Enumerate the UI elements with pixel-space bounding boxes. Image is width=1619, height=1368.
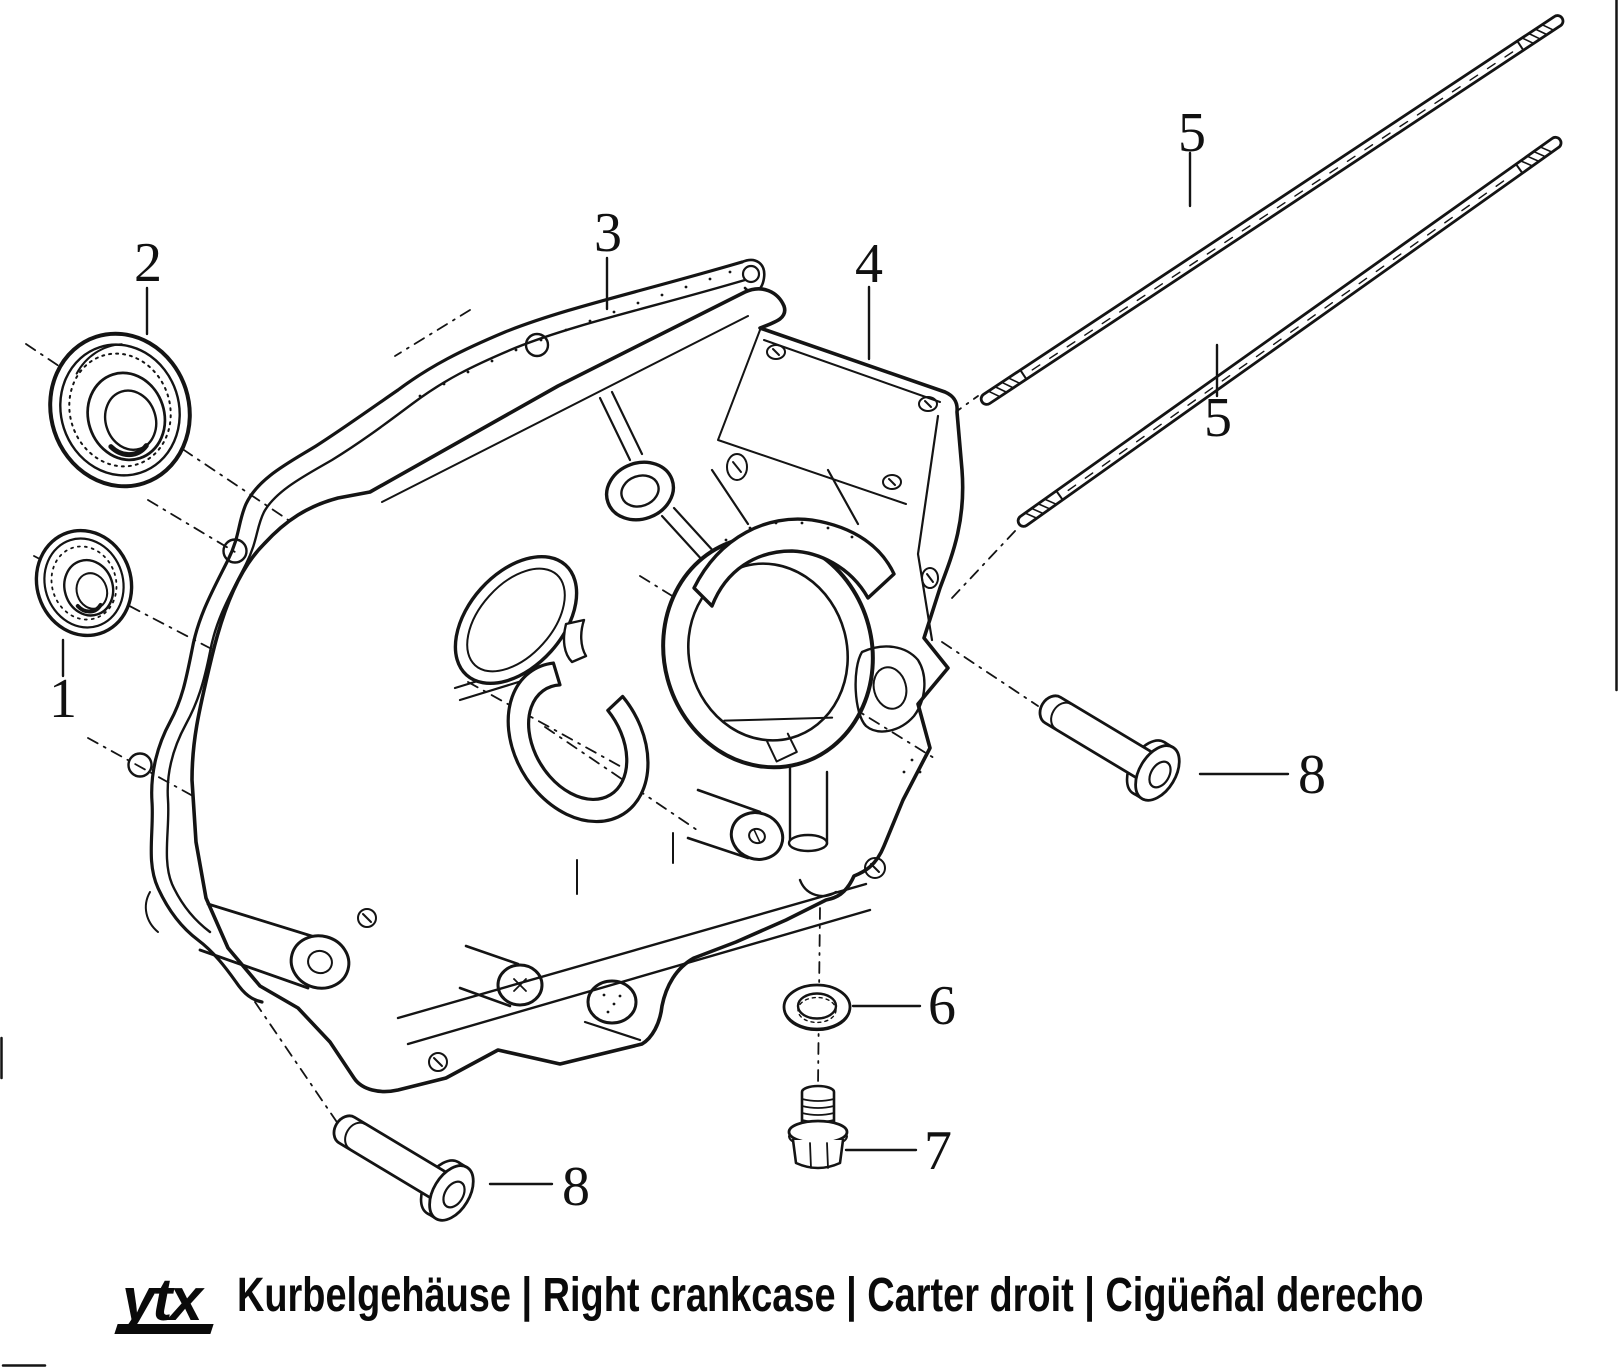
callout-label-2: 2: [134, 232, 162, 294]
callout-label-4: 4: [855, 233, 883, 295]
callout-label-8-lower: 8: [562, 1156, 590, 1218]
stud-bolt-upper-drawing: [979, 14, 1565, 406]
callout-label-7: 7: [924, 1120, 952, 1182]
stipple-texture: [418, 270, 922, 1014]
sealing-washer-drawing: [782, 983, 852, 1032]
callout-label-8-right: 8: [1298, 744, 1326, 806]
drain-bolt-drawing: [787, 1084, 849, 1170]
callout-label-5-upper: 5: [1178, 102, 1206, 164]
crankcase-body-drawing: [190, 287, 965, 1094]
brand-logo-underline: [114, 1324, 214, 1334]
callout-leader-lines: [61, 151, 1290, 1186]
dowel-pin-right-drawing: [1038, 694, 1181, 802]
brand-logo: ytx: [122, 1266, 203, 1333]
callout-label-3: 3: [594, 202, 622, 264]
bearing-large-drawing: [48, 331, 192, 489]
page-title: Kurbelgehäuse | Right crankcase | Carter…: [237, 1269, 1424, 1322]
footer-bar: ytx Kurbelgehäuse | Right crankcase | Ca…: [0, 1262, 1619, 1352]
callout-label-5-lower: 5: [1204, 387, 1232, 449]
callout-label-1: 1: [49, 668, 77, 730]
dowel-pin-lower-drawing: [332, 1114, 475, 1222]
bearing-small-drawing: [34, 528, 134, 638]
crankcase-gasket-drawing: [127, 258, 766, 1004]
callout-label-6: 6: [928, 975, 956, 1037]
stud-bolt-lower-drawing: [1016, 135, 1563, 528]
